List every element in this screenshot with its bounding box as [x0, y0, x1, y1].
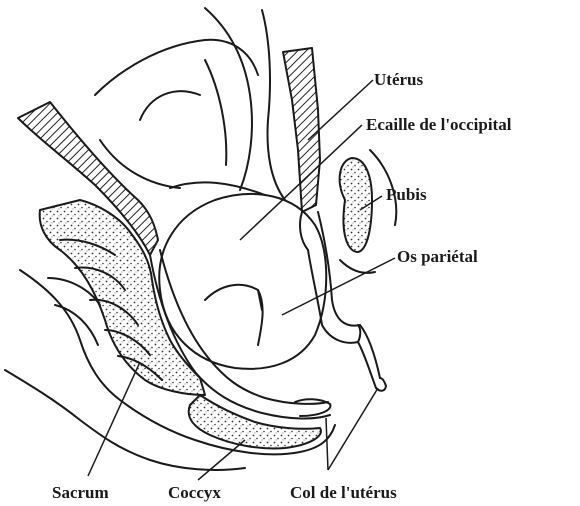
leader-coccyx — [198, 440, 245, 480]
label-parietal: Os pariétal — [397, 247, 478, 266]
leader-cervix-2 — [328, 388, 378, 470]
leader-cervix-1 — [326, 418, 328, 470]
label-coccyx: Coccyx — [168, 483, 221, 502]
label-cervix: Col de l'utérus — [290, 483, 397, 502]
label-pubis: Pubis — [386, 185, 427, 204]
leader-parietal — [282, 258, 395, 315]
label-occipital: Ecaille de l'occipital — [366, 115, 512, 134]
label-uterus: Utérus — [374, 70, 423, 89]
uterine-wall — [283, 48, 320, 212]
label-sacrum: Sacrum — [52, 483, 109, 502]
sacrum-bone — [40, 200, 205, 395]
leader-sacrum — [88, 362, 140, 476]
